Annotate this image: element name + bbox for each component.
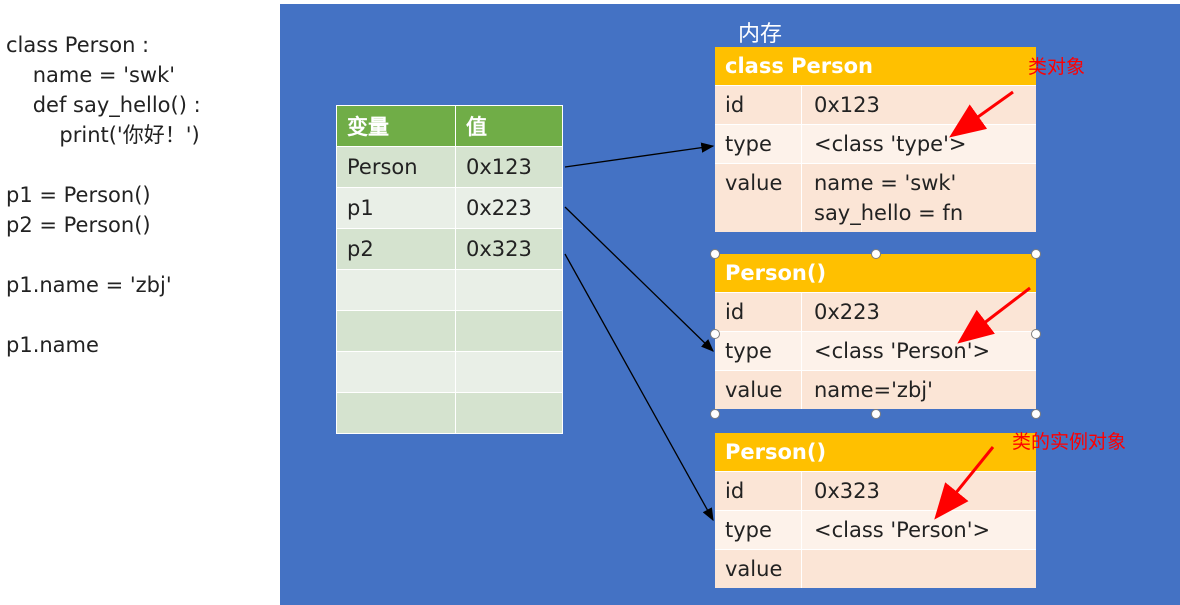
code-line: p1 = Person() (6, 183, 151, 207)
annotation-arrow-instance-1 (957, 286, 1031, 344)
variable-cell (336, 392, 456, 434)
object-key: type (715, 125, 802, 163)
code-line: name = 'swk' (6, 63, 176, 87)
object-value-line: 0x323 (814, 479, 880, 503)
selection-handle[interactable] (710, 329, 720, 339)
value-cell (455, 310, 563, 352)
table-row (336, 392, 563, 434)
object-value-line: 0x223 (814, 300, 880, 324)
object-row-id: id 0x323 (715, 472, 1036, 511)
object-row-value: value (715, 550, 1036, 588)
class-object-note: 类对象 (1028, 56, 1086, 78)
code-line: p2 = Person() (6, 213, 151, 237)
variable-cell (336, 310, 456, 352)
table-row (336, 310, 563, 352)
object-value-line: name = 'swk' (814, 171, 957, 195)
object-header: Person() (715, 254, 1036, 293)
code-line: class Person : (6, 33, 150, 57)
object-value-line: 0x123 (814, 93, 880, 117)
object-key: type (715, 332, 802, 370)
object-value-line: <class 'Person'> (814, 518, 991, 542)
value-cell (455, 392, 563, 434)
object-value-line: name='zbj' (814, 378, 933, 402)
selection-handle[interactable] (710, 409, 720, 419)
pointer-arrow-person (564, 142, 715, 168)
object-value: name = 'swk' say_hello = fn (802, 164, 1036, 232)
code-line: p1.name (6, 333, 99, 357)
selection-handle[interactable] (871, 249, 881, 259)
selection-handle[interactable] (1031, 409, 1041, 419)
value-header: 值 (455, 105, 563, 147)
table-row (336, 351, 563, 393)
object-instance-p2: Person()id 0x323 type <class 'Person'> value (715, 433, 1036, 588)
object-value: name='zbj' (802, 371, 1036, 409)
variable-header: 变量 (336, 105, 456, 147)
object-value: 0x123 (802, 86, 1036, 124)
object-key: type (715, 511, 802, 549)
object-header: class Person (715, 47, 1036, 86)
object-row-type: type <class 'Person'> (715, 511, 1036, 550)
object-key: id (715, 293, 802, 331)
variable-cell: Person (336, 146, 456, 188)
pointer-arrow-p1 (564, 206, 714, 352)
selection-handle[interactable] (871, 409, 881, 419)
variable-cell (336, 351, 456, 393)
object-key: value (715, 164, 802, 232)
code-line: p1.name = 'zbj' (6, 273, 172, 297)
variable-cell: p1 (336, 187, 456, 229)
annotation-arrow-instance-2 (934, 446, 995, 520)
object-value: <class 'Person'> (802, 511, 1036, 549)
object-row-value: value name='zbj' (715, 371, 1036, 409)
pointer-arrow-p2 (564, 253, 714, 522)
object-value: 0x323 (802, 472, 1036, 510)
value-cell: 0x123 (455, 146, 563, 188)
selection-handle[interactable] (710, 249, 720, 259)
object-value-line: say_hello = fn (814, 201, 964, 225)
value-cell (455, 351, 563, 393)
instance-object-note: 类的实例对象 (1012, 431, 1127, 453)
code-line: def say_hello() : (6, 93, 201, 117)
selection-handle[interactable] (1031, 329, 1041, 339)
selection-handle[interactable] (1031, 249, 1041, 259)
object-key: id (715, 472, 802, 510)
code-line: print('你好！') (6, 123, 200, 147)
annotation-arrow-class (949, 90, 1014, 138)
object-header: Person() (715, 433, 1036, 472)
variable-cell (336, 269, 456, 311)
value-cell: 0x323 (455, 228, 563, 270)
memory-label: 内存 (738, 22, 783, 47)
object-key: id (715, 86, 802, 124)
object-value: 0x223 (802, 293, 1036, 331)
code-listing: class Person : name = 'swk' def say_hell… (6, 30, 201, 360)
object-row-value: value name = 'swk' say_hello = fn (715, 164, 1036, 232)
object-key: value (715, 371, 802, 409)
object-key: value (715, 550, 802, 588)
